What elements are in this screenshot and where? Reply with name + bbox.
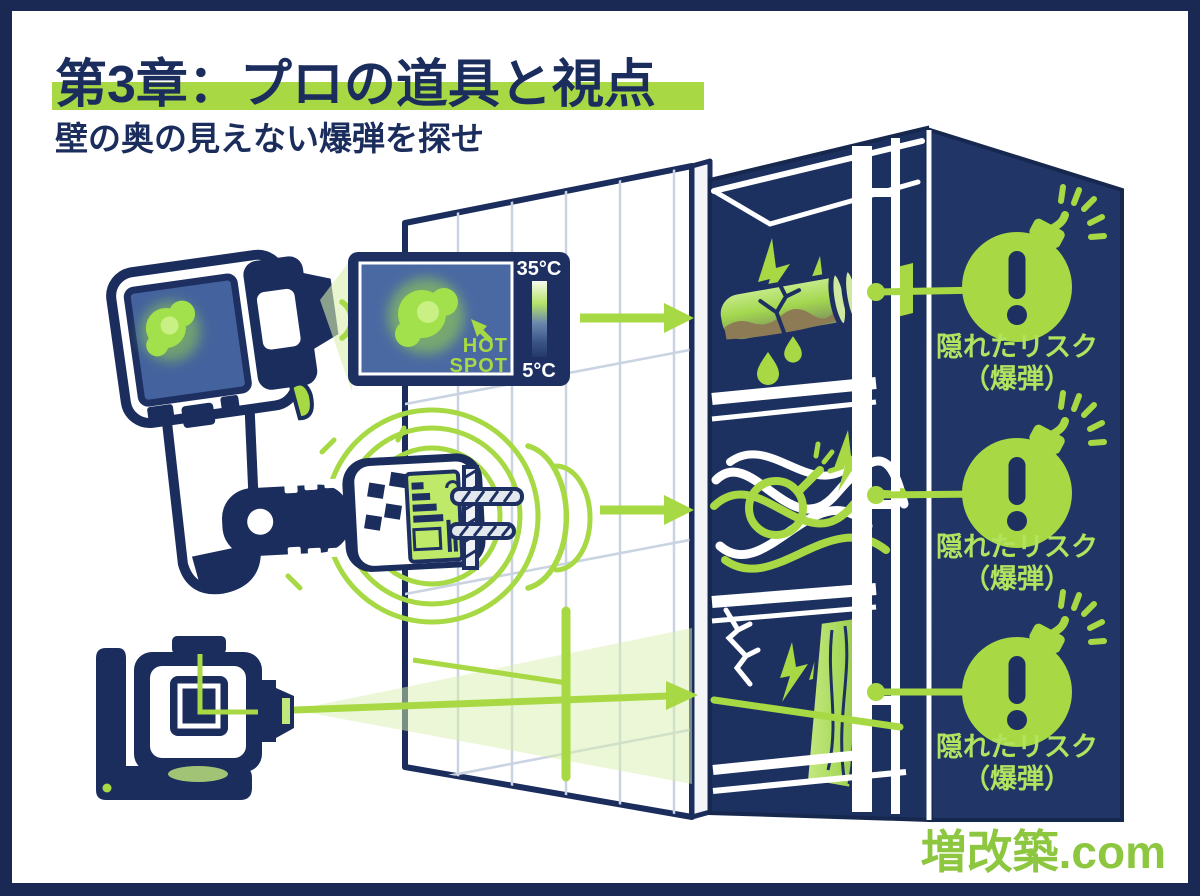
arrow-icon bbox=[580, 303, 694, 333]
bomb-icon bbox=[962, 390, 1107, 548]
shelf-divider bbox=[711, 377, 877, 422]
hot-spot-arrow-icon bbox=[471, 319, 493, 343]
scale-max-label: 35°C bbox=[517, 258, 562, 280]
spark-dashes bbox=[813, 441, 845, 474]
spark-icon bbox=[1058, 390, 1107, 446]
thermal-blob bbox=[140, 300, 201, 362]
scale-min-label: 5°C bbox=[522, 360, 556, 382]
risk-label: 隠れたリスク bbox=[936, 332, 1098, 362]
cavity-floor-lines bbox=[712, 749, 907, 794]
risk-sublabel: （爆弾） bbox=[963, 564, 1071, 594]
lightning-icon bbox=[780, 642, 808, 702]
risk-sublabel: （爆弾） bbox=[963, 364, 1071, 394]
stud-finder-icon bbox=[222, 453, 486, 572]
thermal-display: HOT SPOT 35°C 5°C bbox=[348, 252, 570, 386]
shelf-divider bbox=[711, 583, 877, 624]
camera-buttons bbox=[147, 395, 240, 428]
risk-annotations: 隠れたリスク （爆弾） 隠れたリスク （爆弾） bbox=[867, 184, 1107, 794]
laser-level-icon bbox=[96, 636, 294, 800]
water-drop-icon bbox=[757, 352, 779, 385]
wall-studs bbox=[852, 138, 900, 814]
bomb-icon bbox=[962, 589, 1107, 747]
wall-crack-icon bbox=[723, 607, 761, 687]
temperature-scale-bar bbox=[532, 281, 547, 357]
thermal-camera-icon bbox=[106, 249, 339, 595]
water-drop-icon bbox=[784, 336, 802, 363]
camera-trigger bbox=[289, 381, 314, 421]
checker-pattern bbox=[364, 471, 408, 531]
risk-label: 隠れたリスク bbox=[936, 532, 1098, 562]
spark-icon bbox=[1058, 589, 1107, 645]
lightning-icon bbox=[834, 430, 864, 492]
page-subtitle: 壁の奥の見えない爆弾を探せ bbox=[55, 120, 484, 157]
header: 第3章：プロの道具と視点 壁の奥の見えない爆弾を探せ bbox=[52, 55, 704, 157]
wall-thickness-edge bbox=[689, 158, 713, 820]
laser-line-in-cavity bbox=[710, 696, 904, 731]
hot-spot-label-line2: SPOT bbox=[450, 355, 508, 377]
hot-spot-label-line1: HOT bbox=[463, 335, 508, 357]
brand-logo: 増改築.com bbox=[921, 826, 1166, 878]
risk-sublabel: （爆弾） bbox=[963, 764, 1071, 794]
laser-beams bbox=[293, 606, 698, 784]
hot-spot-blob bbox=[388, 278, 464, 354]
arrow-icon bbox=[600, 495, 694, 525]
bomb-icon bbox=[962, 184, 1107, 342]
spark-icon bbox=[1058, 184, 1107, 240]
title-highlight-bar bbox=[52, 82, 704, 110]
lightning-icon bbox=[758, 238, 790, 308]
hidden-fasteners bbox=[448, 465, 524, 570]
risk-label: 隠れたリスク bbox=[936, 732, 1098, 762]
page-title: 第3章：プロの道具と視点 bbox=[55, 55, 656, 114]
